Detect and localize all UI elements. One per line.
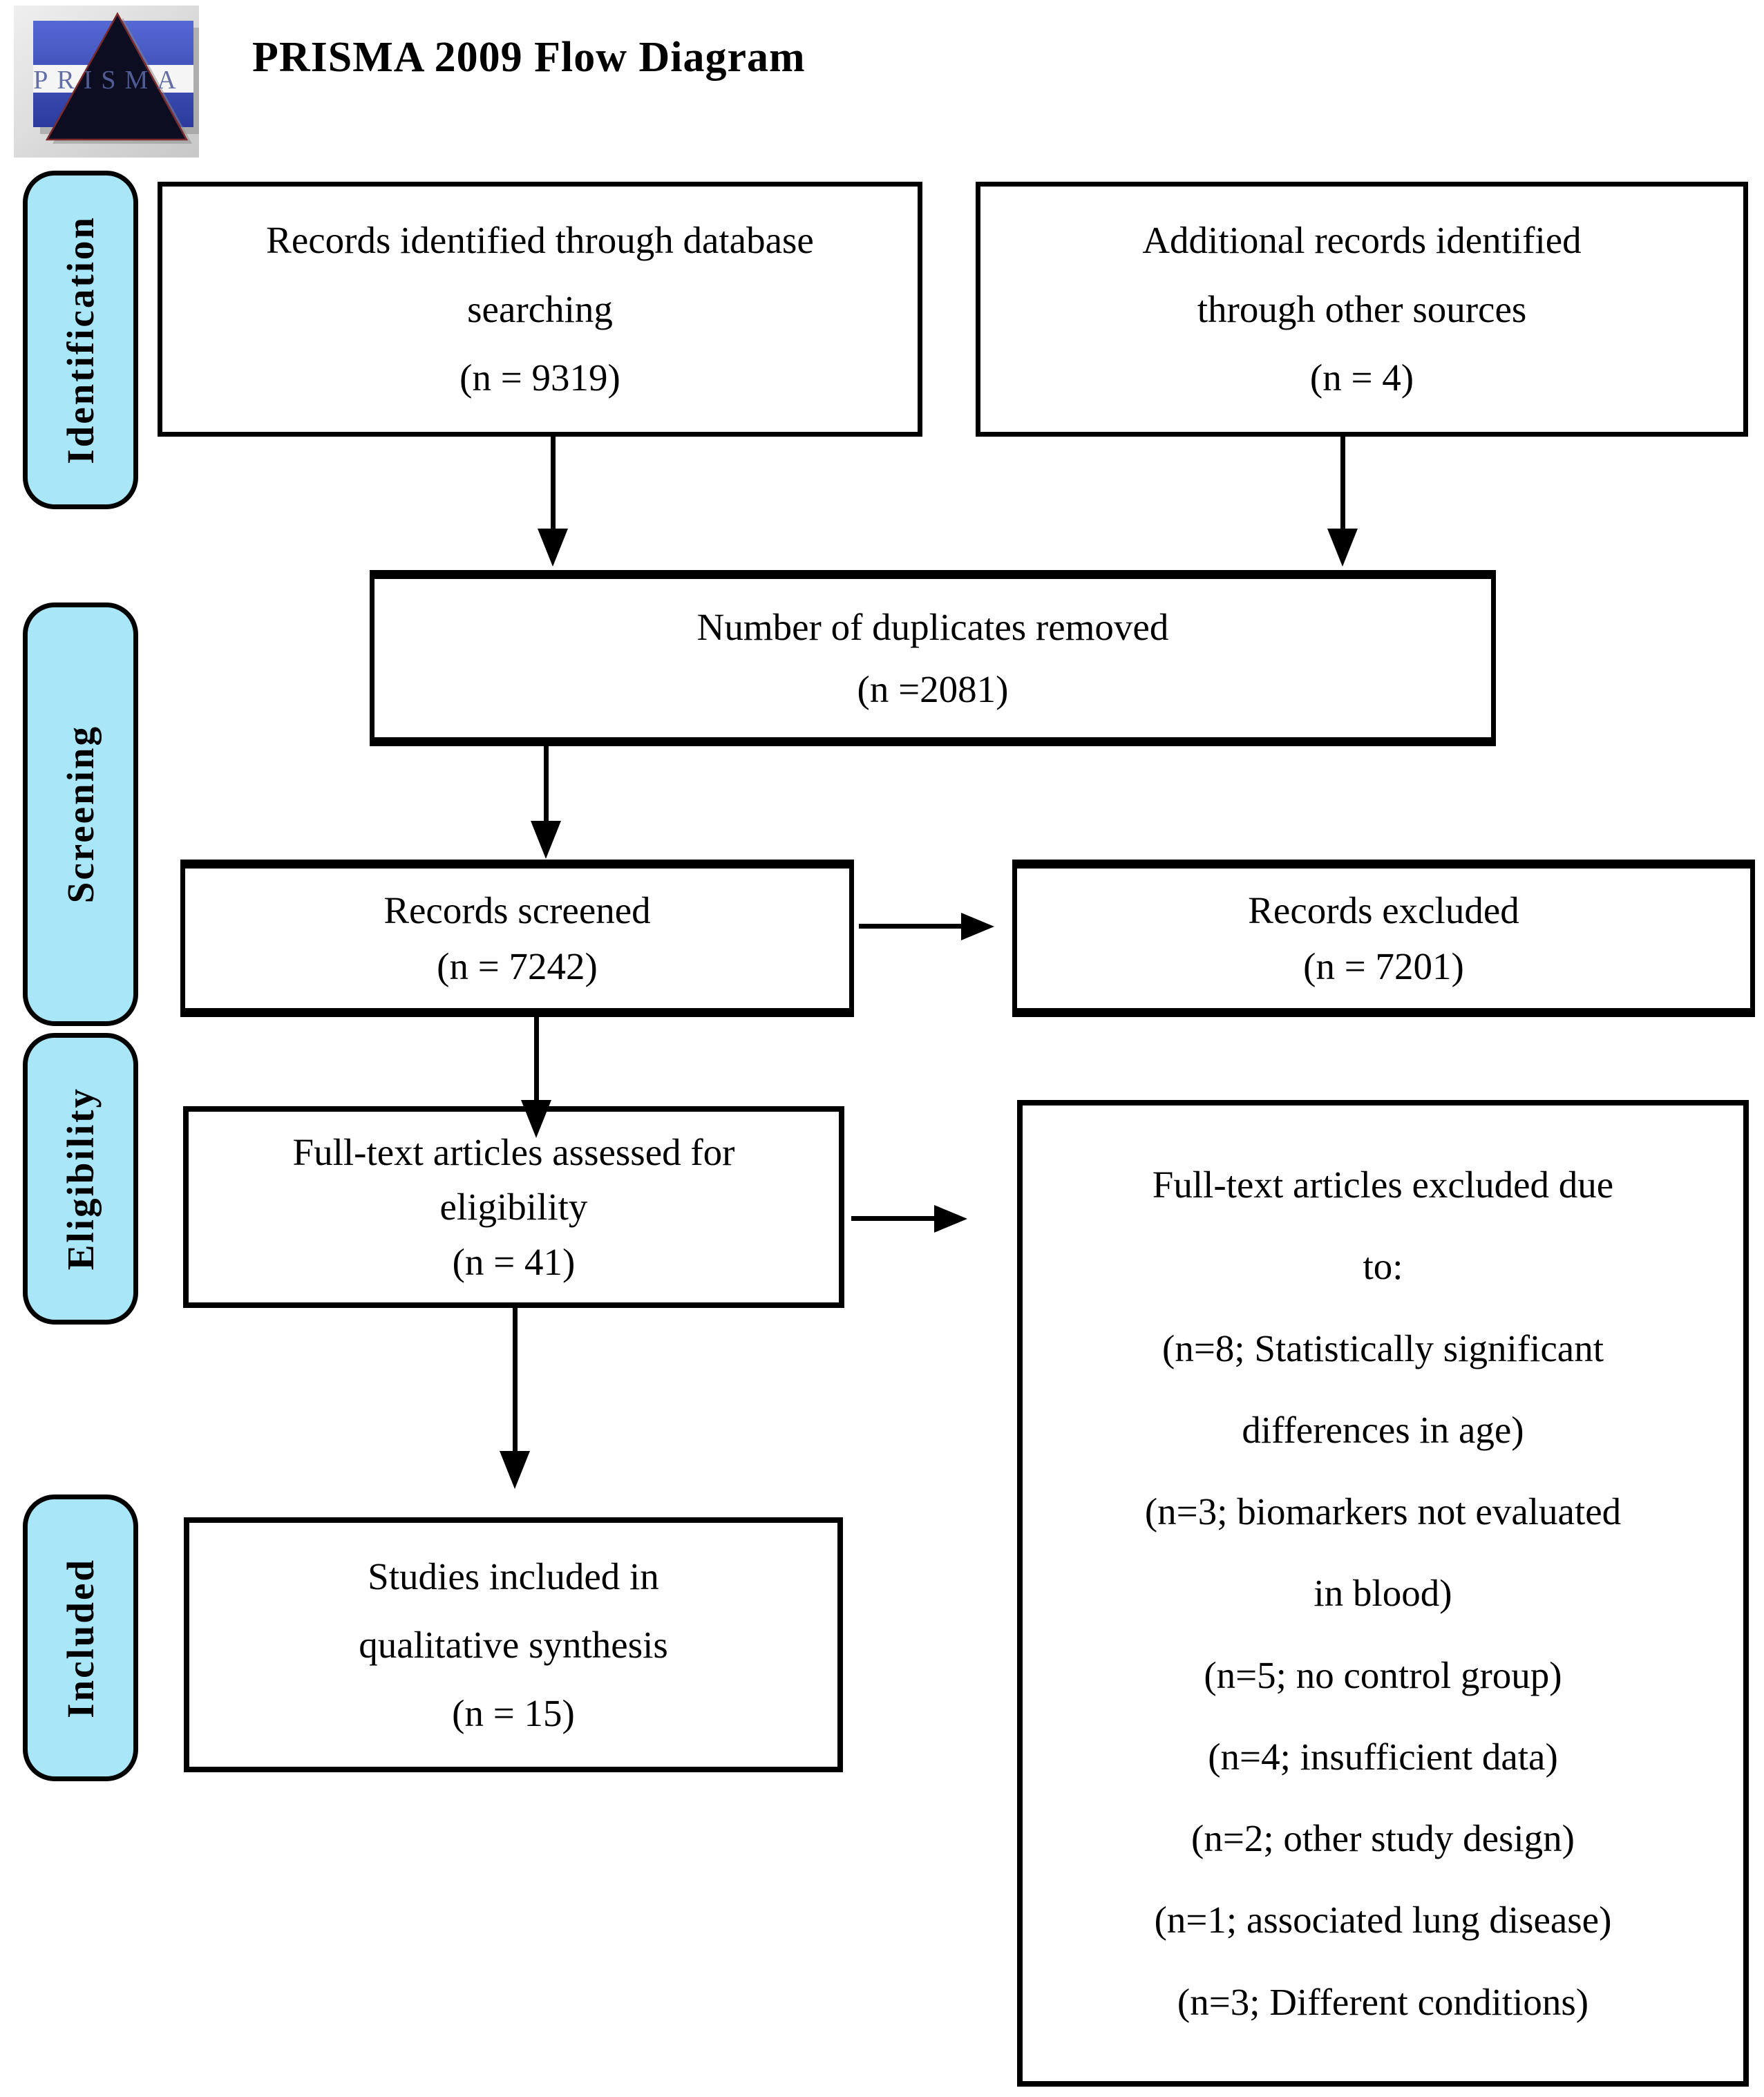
arrow-duplicates-to-screened-head	[531, 821, 561, 859]
stage-label-text: Included	[59, 1557, 102, 1718]
arrow-additional-to-duplicates-line	[1340, 437, 1345, 530]
box-records-screened: Records screened (n = 7242)	[180, 860, 854, 1017]
arrow-identified-to-duplicates-head	[538, 529, 568, 567]
box-text-line: qualitative synthesis	[359, 1623, 668, 1666]
box-text-line: through other sources	[1197, 287, 1527, 330]
box-text-line: (n = 7242)	[437, 945, 598, 988]
box-text-line: (n=2; other study design)	[1191, 1817, 1575, 1860]
arrow-fulltext-to-excluded-line	[851, 1216, 934, 1221]
stage-label-text: Identification	[59, 216, 102, 464]
stage-label-identification: Identification	[23, 171, 138, 509]
page-title: PRISMA 2009 Flow Diagram	[252, 34, 806, 81]
stage-label-eligibility: Eligibility	[23, 1033, 138, 1325]
stage-label-screening: Screening	[23, 602, 138, 1026]
box-text-line: (n = 7201)	[1303, 945, 1464, 988]
box-text-line: (n=5; no control group)	[1204, 1653, 1562, 1696]
arrow-screened-to-fulltext-head	[521, 1100, 551, 1138]
box-text-line: (n=4; insufficient data)	[1208, 1735, 1558, 1778]
box-text-line: to:	[1363, 1245, 1403, 1288]
box-fulltext-excluded: Full-text articles excluded due to: (n=8…	[1017, 1100, 1749, 2087]
box-additional-records: Additional records identified through ot…	[976, 182, 1748, 437]
box-text-line: (n = 9319)	[459, 357, 620, 399]
logo-wordmark: PRISMA	[33, 66, 185, 95]
stage-label-text: Eligibility	[59, 1087, 102, 1271]
box-studies-included: Studies included in qualitative synthesi…	[184, 1517, 843, 1772]
box-duplicates-removed: Number of duplicates removed (n =2081)	[370, 570, 1496, 746]
box-text-line: (n = 41)	[452, 1241, 576, 1284]
arrow-identified-to-duplicates-line	[551, 437, 556, 530]
box-text-line: Additional records identified	[1142, 219, 1582, 262]
box-text-line: (n=3; biomarkers not evaluated	[1144, 1490, 1622, 1533]
box-text-line: Records identified through database	[266, 219, 814, 262]
box-records-identified: Records identified through database sear…	[158, 182, 922, 437]
box-text-line: searching	[467, 287, 613, 330]
box-records-excluded: Records excluded (n = 7201)	[1012, 860, 1755, 1017]
box-text-line: Full-text articles excluded due	[1152, 1164, 1614, 1206]
arrow-duplicates-to-screened-line	[544, 746, 549, 822]
box-text-line: (n =2081)	[857, 668, 1009, 711]
box-text-line: Number of duplicates removed	[696, 605, 1169, 648]
box-text-line: Full-text articles assessed for	[292, 1130, 735, 1173]
logo-triangle	[45, 12, 189, 141]
box-text-line: (n = 4)	[1309, 357, 1414, 399]
arrow-screened-to-excluded-head	[961, 913, 994, 940]
box-text-line: (n=1; associated lung disease)	[1154, 1899, 1612, 1942]
box-text-line: Records excluded	[1248, 889, 1519, 931]
arrow-additional-to-duplicates-head	[1327, 529, 1358, 567]
arrow-screened-to-fulltext-line	[534, 1017, 539, 1101]
box-text-line: Studies included in	[368, 1555, 659, 1597]
box-text-line: Records screened	[383, 889, 651, 931]
box-text-line: (n=8; Statistically significant	[1162, 1327, 1604, 1369]
box-text-line: in blood)	[1313, 1572, 1452, 1615]
prisma-logo-icon: PRISMA	[14, 6, 199, 158]
box-text-line: eligibility	[439, 1186, 588, 1228]
arrow-fulltext-to-studies-line	[513, 1308, 518, 1452]
box-text-line: differences in age)	[1242, 1408, 1524, 1451]
stage-label-included: Included	[23, 1495, 138, 1781]
arrow-screened-to-excluded-line	[859, 924, 961, 929]
stage-label-text: Screening	[59, 725, 102, 904]
arrow-fulltext-to-studies-head	[500, 1451, 530, 1489]
box-text-line: (n = 15)	[452, 1691, 575, 1734]
box-text-line: (n=3; Different conditions)	[1177, 1980, 1589, 2023]
arrow-fulltext-to-excluded-head	[934, 1205, 967, 1233]
box-fulltext-assessed: Full-text articles assessed for eligibil…	[183, 1106, 844, 1308]
